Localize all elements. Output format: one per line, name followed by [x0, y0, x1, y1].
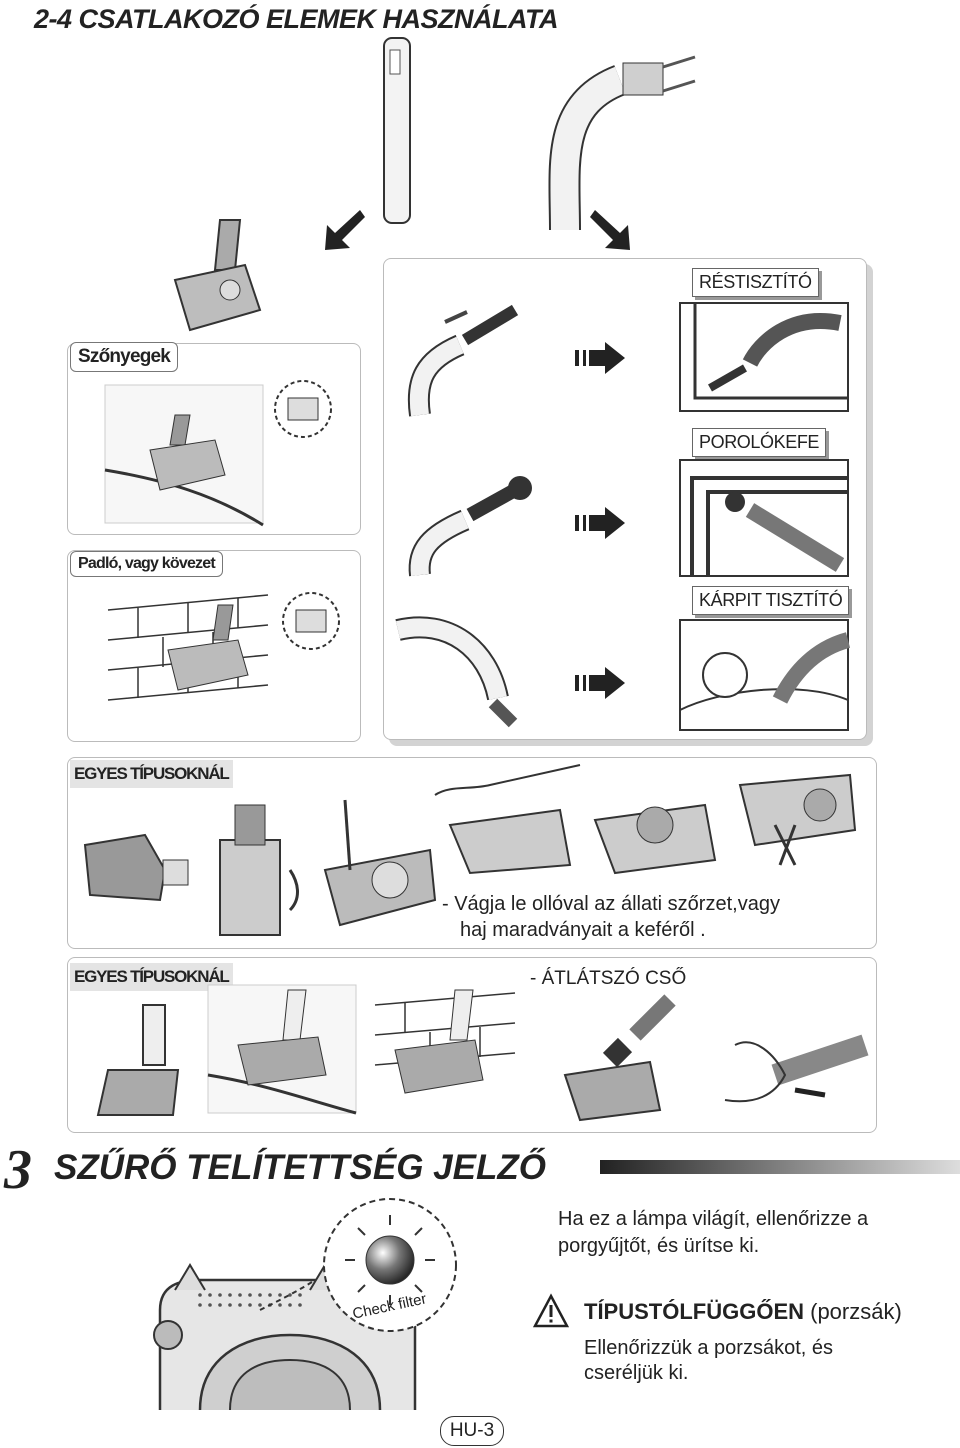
hose-illustration [548, 55, 696, 231]
arrow-right-icon [575, 342, 625, 374]
arrow-down-right-icon [590, 210, 630, 250]
arrow-right-icon [575, 507, 625, 539]
switch-icon [274, 380, 332, 438]
brush-clean-illustration [323, 799, 437, 927]
upholstery-attach-illustration [395, 616, 518, 728]
some-models-label-2: EGYES TÍPUSOKNÁL [70, 963, 233, 991]
crevice-attach-illustration [407, 304, 519, 417]
floor-label: Padló, vagy kövezet [70, 551, 223, 577]
brush-use-illustration [679, 459, 849, 577]
transparent-pipe-illustration [563, 994, 676, 1122]
nozzle-illustration [96, 1004, 180, 1116]
carpet-illustration [104, 384, 264, 527]
floor-nozzle-2-illustration [374, 989, 516, 1094]
cut-note-line2: haj maradványait a keféről . [460, 919, 706, 941]
crevice-use-illustration [679, 302, 849, 412]
dusting-brush-label: POROLÓKEFE [692, 428, 827, 457]
carpet-nozzle-illustration [207, 984, 357, 1115]
indicator-line1: Ha ez a lámpa világít, ellenőrizze a [558, 1208, 869, 1230]
indicator-line2: porgyűjtőt, és ürítse ki. [558, 1235, 760, 1257]
warning-triangle-icon [532, 1293, 570, 1328]
warning-heading: TÍPUSTÓLFÜGGŐEN (porzsák) [584, 1299, 902, 1325]
page-title: 2-4 CSATLAKOZÓ ELEMEK HASZNÁLATA [34, 4, 559, 34]
brush-attach-illustration [408, 476, 532, 577]
section-number: 3 [4, 1139, 32, 1201]
carpet-label: Szőnyegek [70, 342, 179, 372]
warning-title-suffix: (porzsák) [804, 1299, 902, 1324]
lamp-icon [323, 1198, 457, 1332]
some-models-label-1: EGYES TÍPUSOKNÁL [70, 760, 233, 788]
scissors-cut-illustration [738, 773, 857, 866]
upholstery-label: KÁRPIT TISZTÍTÓ [692, 586, 850, 615]
page-number: HU-3 [440, 1416, 504, 1446]
arrow-down-left-icon [325, 210, 365, 250]
hand-pipe-illustration [724, 1034, 869, 1103]
section-title-rule [600, 1160, 960, 1174]
cut-note-line1: - Vágja le ollóval az állati szőrzet,vag… [442, 893, 780, 915]
section-title: SZŰRŐ TELÍTETTSÉG JELZŐ [54, 1148, 546, 1187]
turbo-brush-illustration [83, 833, 189, 902]
warning-line1: Ellenőrizzük a porzsákot, és [584, 1337, 834, 1359]
brush-step-1-illustration [434, 764, 581, 875]
floor-nozzle-illustration [173, 219, 262, 332]
tube-illustration [383, 37, 411, 224]
transparent-pipe-label: - ÁTLÁTSZÓ CSŐ [530, 968, 687, 989]
brush-step-2-illustration [593, 803, 717, 875]
upholstery-use-illustration [679, 619, 851, 731]
warning-title: TÍPUSTÓLFÜGGŐEN [584, 1299, 804, 1324]
open-brush-illustration [219, 804, 299, 936]
switch-icon [282, 592, 340, 650]
warning-line2: cseréljük ki. [584, 1362, 689, 1384]
arrow-right-icon [575, 667, 625, 699]
floor-illustration [107, 594, 269, 701]
crevice-label: RÉSTISZTÍTÓ [692, 268, 819, 297]
